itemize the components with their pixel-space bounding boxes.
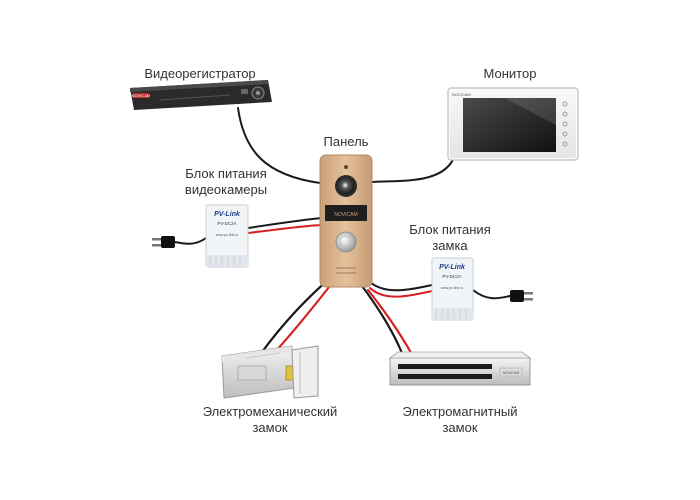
camera-psu-site: www.pv-link.ru — [216, 233, 239, 237]
electromagnetic-lock-device: NOVICAM — [388, 351, 532, 386]
lock-psu-label-line2: замка — [432, 238, 468, 253]
wire-panel-maglock-red — [366, 288, 416, 360]
camera-psu-label-line1: Блок питания — [185, 166, 266, 181]
lock-psu-brand: PV-Link — [439, 264, 466, 271]
monitor-device: NOVICAM — [447, 87, 579, 161]
wire-campsu-panel-black — [247, 217, 323, 229]
wire-panel-lockpsu-red — [369, 287, 433, 298]
dvr-label: Видеорегистратор — [144, 66, 255, 81]
camera-psu-model: PV-DC2A — [217, 221, 236, 226]
camera-psu-device: PV-Link PV-DC2A www.pv-link.ru — [205, 204, 249, 268]
wire-panel-mechlock-red — [273, 280, 335, 354]
maglock-brand-mark: NOVICAM — [503, 371, 519, 375]
dvr-brand-mark: NOVICAM — [132, 93, 151, 98]
wire-panel-mechlock-black — [260, 278, 330, 354]
wire-panel-lockpsu-black — [369, 281, 433, 292]
panel-brand-mark: NOVICAM — [334, 212, 357, 218]
lock-psu-model: PV-DC2A — [442, 274, 461, 279]
dvr-device: NOVICAM — [130, 80, 272, 110]
wire-dvr-panel — [237, 107, 321, 184]
electromagnetic-lock-label-line2: замок — [442, 420, 477, 435]
electromechanical-lock-label-line2: замок — [252, 420, 287, 435]
call-panel-device: NOVICAM — [319, 154, 373, 288]
wire-campsu-panel-red — [247, 224, 323, 234]
wire-monitor-panel — [371, 154, 456, 183]
lock-psu-site: www.pv-link.ru — [441, 286, 464, 290]
wire-panel-maglock-black — [360, 284, 406, 360]
electromechanical-lock-label-line1: Электромеханический — [203, 404, 338, 419]
lock-psu-label-line1: Блок питания — [409, 222, 490, 237]
electromagnetic-lock-label-line1: Электромагнитный — [402, 404, 517, 419]
lock-psu-plug-icon — [510, 290, 533, 302]
camera-psu-brand: PV-Link — [214, 211, 241, 218]
camera-psu-label-line2: видеокамеры — [185, 182, 267, 197]
monitor-brand-mark: NOVICAM — [452, 92, 471, 97]
electromechanical-lock-device — [221, 345, 319, 399]
wire-lockpsu-plug — [472, 289, 511, 300]
camera-psu-plug-icon — [152, 236, 175, 248]
panel-label: Панель — [324, 134, 369, 149]
wire-campsu-plug — [174, 237, 207, 245]
lock-psu-device: PV-Link PV-DC2A www.pv-link.ru — [431, 257, 474, 321]
wires — [174, 107, 511, 360]
monitor-label: Монитор — [484, 66, 537, 81]
